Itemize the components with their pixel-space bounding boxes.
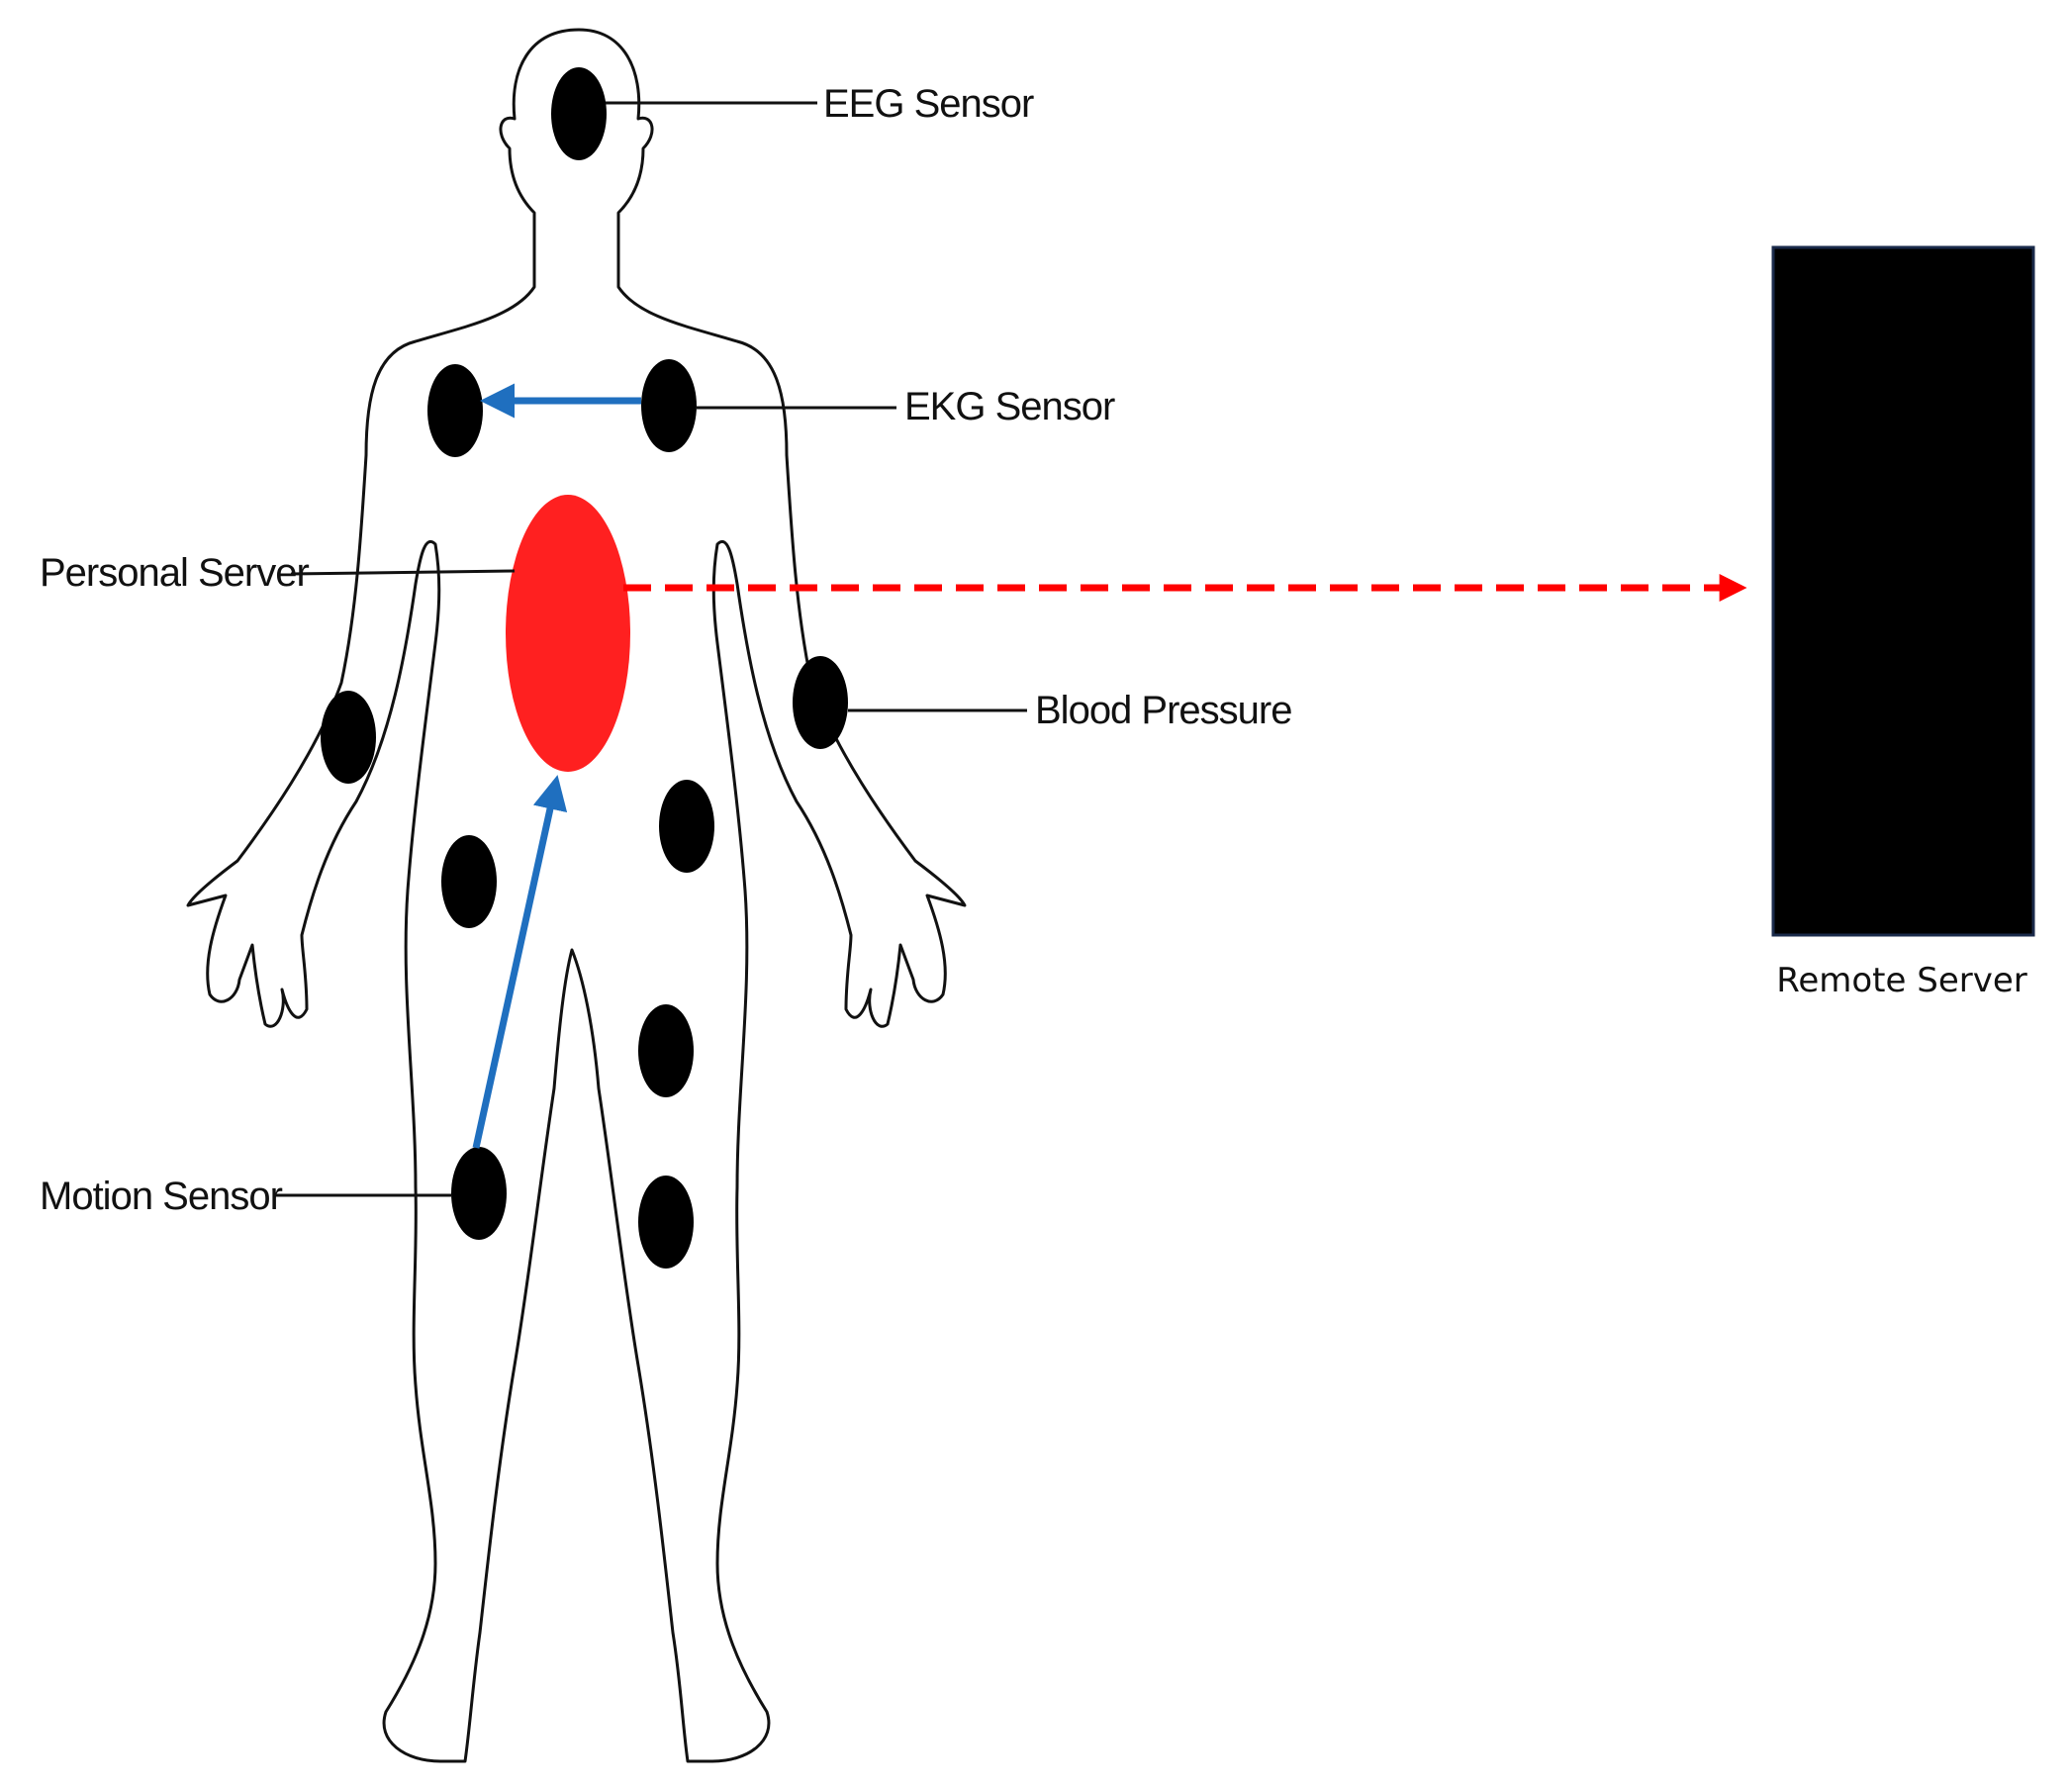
thigh-sensor-left [638,1004,694,1097]
personal-server-node [506,495,630,772]
human-body-outline-icon [186,28,967,1763]
ekg-sensor-label: EKG Sensor [904,385,1115,428]
ekg-sensor-right-chest [427,364,483,457]
personal-server-leader-line [290,569,516,576]
personal-server-label: Personal Server [40,551,309,595]
arm-sensor-right [321,691,376,784]
server-block-icon [1771,245,2035,937]
blood-pressure-sensor [793,656,848,749]
eeg-sensor [551,67,607,160]
hip-sensor-left [659,780,714,873]
motion-link-arrow [472,775,568,1149]
motion-sensor [451,1147,507,1240]
hip-sensor-right [441,835,497,928]
blood-pressure-label: Blood Pressure [1035,689,1291,732]
eeg-sensor-label: EEG Sensor [823,82,1034,126]
motion-sensor-label: Motion Sensor [40,1175,283,1218]
knee-sensor-left [638,1176,694,1269]
remote-server-label: Remote Server [1776,961,2027,1000]
ekg-sensor-left-chest [641,359,697,452]
